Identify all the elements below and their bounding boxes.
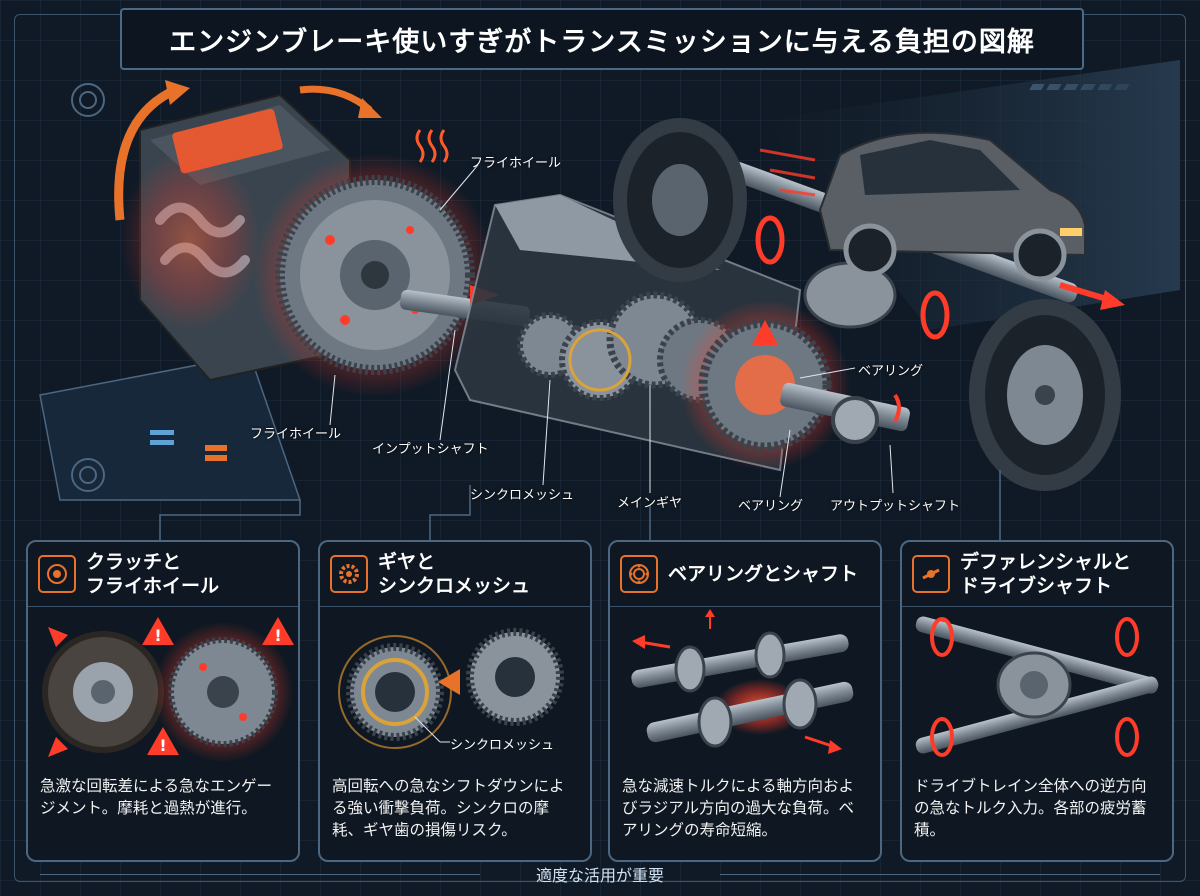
front-wheel	[969, 299, 1121, 491]
footer-divider	[720, 874, 1160, 875]
label-synchro-mesh: シンクロメッシュ	[470, 488, 575, 503]
card-bearing-shaft: ベアリングとシャフト 急な減速トルクによる軸方向およびラジアル方向の過大な負荷。…	[608, 540, 882, 862]
card-title-line: クラッチと	[86, 551, 182, 573]
gear-icon	[330, 555, 368, 593]
bearing-icon	[620, 555, 658, 593]
card-illustration: シンクロメッシュ	[320, 607, 590, 767]
platform-stripes	[150, 430, 227, 461]
svg-text:!: !	[159, 736, 166, 755]
card-title-line: シンクロメッシュ	[378, 575, 531, 597]
car	[818, 131, 1086, 282]
card-illustration: ! ! !	[28, 607, 298, 767]
card-title: ギヤと シンクロメッシュ	[378, 550, 530, 598]
gear-cluster	[517, 291, 743, 403]
card-title-line: フライホイール	[86, 575, 220, 597]
svg-text:!: !	[154, 626, 161, 645]
card-clutch-flywheel: クラッチと フライホイール ! ! ! 急激な回転差による急なエンゲージメント。…	[26, 540, 300, 862]
label-bearing-top: ベアリング	[858, 364, 924, 379]
card-title: クラッチと フライホイール	[86, 550, 219, 598]
card-title: デファレンシャルと ドライブシャフト	[960, 550, 1131, 598]
card-title-line: ギヤと	[378, 551, 436, 573]
engine	[120, 93, 351, 382]
label-synchro-mesh-detail: シンクロメッシュ	[450, 738, 555, 753]
card-header: ギヤと シンクロメッシュ	[320, 542, 590, 607]
flywheel	[253, 153, 497, 397]
label-bearing-bottom: ベアリング	[738, 499, 804, 514]
card-description: 急激な回転差による急なエンゲージメント。摩耗と過熱が進行。	[40, 777, 273, 817]
clutch-icon	[38, 555, 76, 593]
driveshaft-icon	[912, 555, 950, 593]
card-gear-synchro: ギヤと シンクロメッシュ シンクロメッシュ 高回転への急なシフトダウンによる強い…	[318, 540, 592, 862]
warning-icon: !	[262, 617, 294, 645]
rear-wheel	[613, 118, 747, 282]
card-description: 急な減速トルクによる軸方向およびラジアル方向の過大な負荷。ベアリングの寿命短縮。	[622, 777, 855, 839]
card-illustration	[610, 607, 880, 767]
label-output-shaft: アウトプットシャフト	[830, 499, 961, 514]
card-illustration	[902, 607, 1172, 767]
label-main-gear: メインギヤ	[617, 496, 683, 511]
card-title-line: ドライブシャフト	[960, 575, 1113, 597]
drivetrain-illustration	[39, 60, 1180, 540]
card-description: ドライブトレイン全体への逆方向の急なトルク入力。各部の疲労蓄積。	[914, 777, 1147, 839]
card-differential-driveshaft: デファレンシャルと ドライブシャフト ドライブトレイン全体への逆方向の急なトルク…	[900, 540, 1174, 862]
svg-text:!: !	[274, 626, 281, 645]
label-input-shaft: インプットシャフト	[372, 442, 489, 457]
card-header: クラッチと フライホイール	[28, 542, 298, 607]
card-header: デファレンシャルと ドライブシャフト	[902, 542, 1172, 607]
card-title-line: デファレンシャルと	[960, 551, 1132, 573]
page-title: エンジンブレーキ使いすぎがトランスミッションに与える負担の図解	[120, 8, 1084, 70]
footer-divider	[40, 874, 480, 875]
card-header: ベアリングとシャフト	[610, 542, 880, 607]
warning-icon: !	[147, 727, 179, 755]
label-flywheel-top: フライホイール	[470, 156, 562, 171]
card-title: ベアリングとシャフト	[668, 562, 858, 586]
warning-icon: !	[142, 617, 174, 645]
label-flywheel-bottom: フライホイール	[250, 427, 342, 442]
card-title-line: ベアリングとシャフト	[668, 563, 859, 585]
footer-note: 適度な活用が重要	[535, 866, 664, 885]
card-description: 高回転への急なシフトダウンによる強い衝撃負荷。シンクロの摩耗、ギヤ歯の損傷リスク…	[332, 777, 565, 839]
